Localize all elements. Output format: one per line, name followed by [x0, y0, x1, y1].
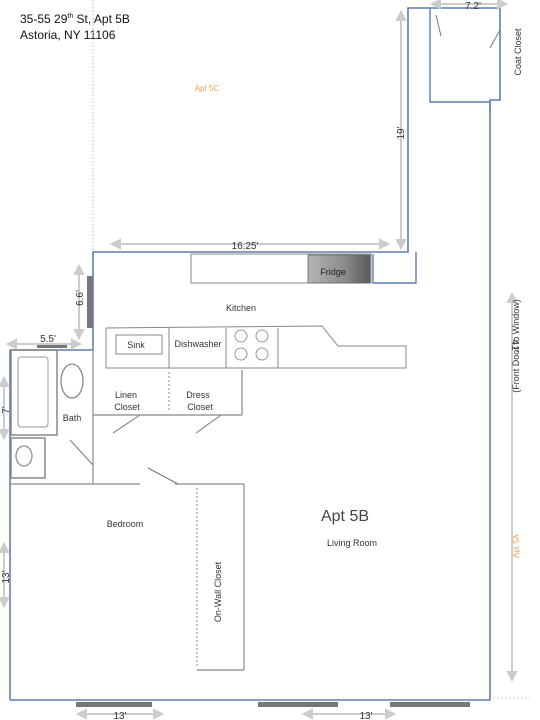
address-line-2: Astoria, NY 11106 [20, 28, 116, 42]
kitchen-counter [105, 325, 407, 369]
coat-closet-wall [429, 8, 491, 112]
toilet [60, 363, 84, 399]
stove-burner-icon [255, 347, 269, 361]
on-wall-closet-label: On-Wall Closet [213, 561, 223, 622]
dim-total-length-note: (Front Door to Window) [511, 299, 521, 393]
dim-bedroom-height: 13' [1, 570, 12, 583]
neighbor-north-label: Apt 5C [195, 84, 220, 93]
kitchen-sink [115, 334, 163, 355]
dress-closet-label: Closet [187, 402, 213, 412]
dim-bath-width: 5.5' [40, 334, 56, 345]
dim-bath-height: 7' [1, 406, 12, 414]
neighbor-east-label: Apt 5A [512, 533, 521, 558]
stove-burner-icon [255, 329, 269, 343]
dimension-lines [0, 0, 518, 720]
address-line-1: 35-55 29th St, Apt 5B [20, 12, 130, 26]
dim-kitchen-wall: 6.6' [75, 290, 86, 306]
apartment-label: Apt 5B [321, 508, 369, 525]
dim-living-width: 13' [359, 711, 372, 720]
room-kitchen-label: Kitchen [226, 303, 256, 313]
coat-closet-label: Coat Closet [513, 28, 523, 76]
door-swings [69, 14, 501, 485]
linen-closet-label: Closet [114, 402, 140, 412]
counter-top [190, 253, 372, 284]
fridge-alcove-wall [372, 252, 417, 284]
dim-top-right: 7.2' [465, 1, 481, 12]
dress-closet-label: Dress [186, 390, 210, 400]
dim-kitchen-width: 16.25' [232, 241, 259, 252]
fridge-label: Fridge [320, 267, 346, 277]
sink-cabinet [10, 437, 46, 479]
living-window [258, 702, 338, 707]
fridge [307, 254, 371, 284]
bedroom-window [76, 702, 152, 707]
interior-walls [10, 340, 245, 671]
bathtub-basin [17, 356, 49, 428]
room-living-label: Living Room [327, 538, 377, 548]
dishwasher-label: Dishwasher [174, 339, 221, 349]
stove-burner-icon [234, 329, 248, 343]
linen-closet-label: Linen [115, 390, 137, 400]
room-bath-label: Bath [63, 413, 82, 423]
kitchen-window [87, 276, 93, 328]
dim-bedroom-width: 13' [113, 711, 126, 720]
living-window [390, 702, 470, 707]
sink-label: Sink [127, 340, 145, 350]
bath-sink [15, 445, 33, 467]
bathtub [10, 349, 58, 436]
bath-window [37, 343, 67, 348]
dim-total-length: 41' [509, 339, 520, 352]
stove-burner-icon [234, 347, 248, 361]
dim-19: 19' [396, 126, 407, 139]
room-bedroom-label: Bedroom [107, 519, 144, 529]
exterior-wall [9, 7, 501, 701]
